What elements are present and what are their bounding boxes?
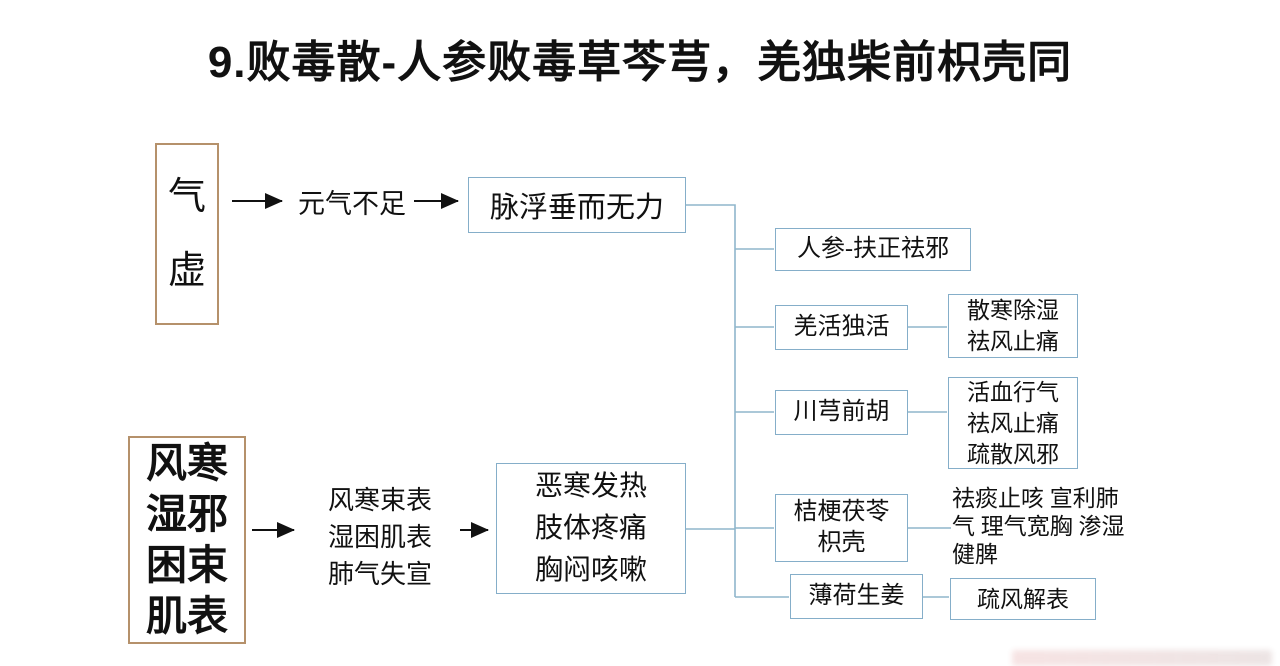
watermark [1012,650,1272,666]
effect-chuanxiong-qianhu: 活血行气 祛风止痛 疏散风邪 [948,377,1078,469]
node-qi-deficiency: 气 虚 [155,143,219,325]
box-chills-fever-symptoms: 恶寒发热 肢体疼痛 胸闷咳嗽 [496,463,686,594]
effect-bohe-shengjiang: 疏风解表 [950,578,1096,620]
effect-jiegeng-fuling-zhiqiao: 祛痰止咳 宣利肺 气 理气宽胸 渗湿 健脾 [952,486,1125,567]
branch-chuanxiong-qianhu: 川芎前胡 [775,390,908,435]
branch-qianghuo-duhuo: 羌活独活 [775,305,908,350]
effect-qianghuo-duhuo: 散寒除湿 祛风止痛 [948,294,1078,358]
branch-jiegeng-fuling-zhiqiao: 桔梗茯苓 枳壳 [775,494,908,562]
node-wind-cold-damp: 风寒 湿邪 困束 肌表 [128,436,246,644]
branch-bohe-shengjiang: 薄荷生姜 [790,574,923,619]
box-pulse-floating-weak: 脉浮垂而无力 [468,177,686,233]
label-yuanqi-insufficient: 元气不足 [298,188,406,219]
label-wind-cold-binding: 风寒束表 湿困肌表 肺气失宣 [327,485,432,589]
page-title: 9.败毒散-人参败毒草芩芎，羌独柴前枳壳同 [207,38,1073,87]
branch-renshen: 人参-扶正祛邪 [775,228,971,271]
